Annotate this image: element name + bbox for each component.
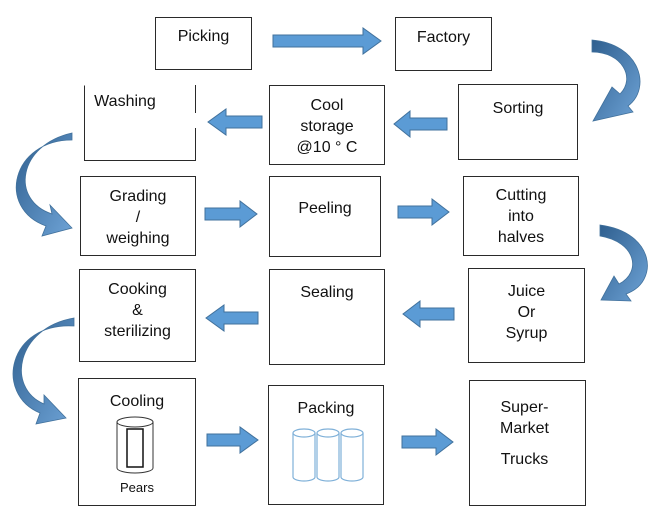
step-label: Super- Market <box>500 399 549 437</box>
can-icon <box>116 416 154 474</box>
curved-arrow-factory-sorting <box>591 39 641 122</box>
arrow-sealing-cooking <box>205 304 259 332</box>
curved-arrow-cooking-cooling <box>12 317 75 425</box>
step-label: Cooking & sterilizing <box>104 281 171 340</box>
arrow-peeling-cutting <box>397 197 450 227</box>
washing-right-border-lower <box>195 128 196 161</box>
step-picking: Picking <box>155 17 252 70</box>
step-sealing: Sealing <box>269 269 385 365</box>
cooling-sublabel: Pears <box>120 480 154 495</box>
curved-arrow-washing-grading <box>15 132 73 237</box>
step-washing: Washing <box>84 85 196 161</box>
washing-right-border <box>195 85 196 113</box>
step-supermarket: Super- Market Trucks <box>469 380 586 506</box>
step-label: Packing <box>297 400 355 417</box>
step-factory: Factory <box>395 17 492 71</box>
step-label: Sorting <box>492 100 544 117</box>
step-label: Washing <box>94 93 156 110</box>
step-peeling: Peeling <box>269 176 381 257</box>
step-label: Grading / weighing <box>106 188 170 247</box>
step-label: Peeling <box>298 200 352 217</box>
step-label: Cooling <box>109 393 165 410</box>
step-grading: Grading / weighing <box>80 176 196 256</box>
step-label: Juice Or Syrup <box>505 283 548 342</box>
step-packing: Packing <box>268 385 384 505</box>
step-cooking: Cooking & sterilizing <box>79 269 196 362</box>
step-cooling: Cooling Pears <box>78 378 196 506</box>
step-cutting: Cutting into halves <box>463 176 579 256</box>
arrow-juice-sealing <box>402 299 455 329</box>
arrow-cooling-packing <box>206 426 259 454</box>
step-juice: Juice Or Syrup <box>468 268 585 363</box>
arrow-packing-supermarket <box>401 427 454 457</box>
arrow-coolstorage-washing <box>207 108 263 136</box>
cans-icon <box>292 428 364 482</box>
step-label: Cool storage @10 ° C <box>296 97 358 156</box>
arrow-picking-factory <box>272 27 382 55</box>
step-label: Sealing <box>300 284 354 301</box>
step-label: Picking <box>177 28 230 45</box>
arrow-grading-peeling <box>204 199 258 229</box>
step-label: Factory <box>416 29 471 46</box>
step-label: Cutting into halves <box>495 187 547 246</box>
step-cool-storage: Cool storage @10 ° C <box>269 85 385 165</box>
curved-arrow-cutting-juice <box>599 224 648 302</box>
arrow-sorting-coolstorage <box>393 109 448 139</box>
trucks-label: Trucks <box>500 451 549 468</box>
step-sorting: Sorting <box>458 84 578 160</box>
